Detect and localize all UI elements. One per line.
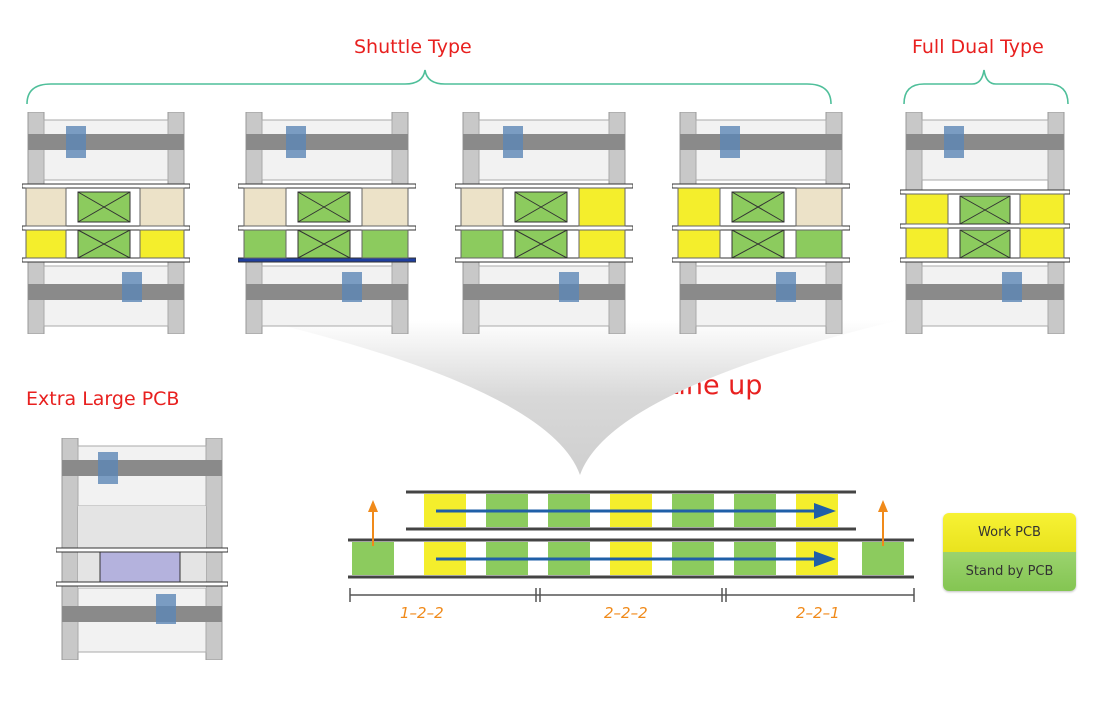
extra-large-pcb-machine	[56, 438, 228, 660]
shuttle-type-label: Shuttle Type	[354, 36, 472, 58]
extra-large-pcb-label: Extra Large PCB	[26, 388, 180, 410]
legend-stand-by-pcb: Stand by PCB	[943, 552, 1076, 591]
segment-scale	[349, 588, 915, 602]
pcb-legend: Work PCB Stand by PCB	[943, 513, 1076, 591]
lineup-top-row	[406, 490, 856, 531]
segment-label-3: 2–2–1	[796, 604, 840, 622]
shuttle-machine-2	[238, 112, 416, 334]
full-dual-machine	[900, 112, 1070, 334]
segment-label-1: 1–2–2	[400, 604, 444, 622]
shuttle-machine-3	[455, 112, 633, 334]
lift-arrow-right	[878, 500, 888, 546]
segment-label-2: 2–2–2	[604, 604, 648, 622]
shuttle-machine-1	[22, 112, 190, 334]
full-dual-type-label: Full Dual Type	[912, 36, 1044, 58]
lineup-bottom-row	[348, 538, 914, 579]
legend-work-pcb: Work PCB	[943, 513, 1076, 552]
shuttle-type-bracket	[26, 69, 832, 105]
shuttle-machine-4	[672, 112, 850, 334]
full-dual-type-bracket	[903, 69, 1069, 105]
lineup-funnel	[260, 320, 900, 475]
lineup-diagram	[348, 490, 915, 602]
lift-arrow-left	[368, 500, 378, 546]
